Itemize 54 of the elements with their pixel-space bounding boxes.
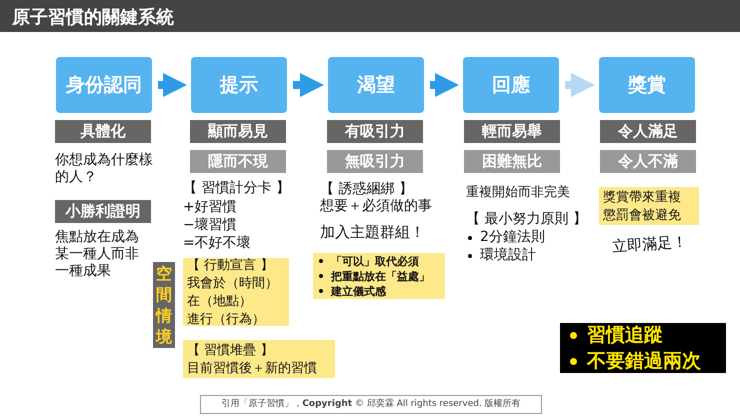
note-text: 獎賞帶來重複 bbox=[603, 189, 681, 206]
tag-box: 輕而易舉 bbox=[464, 120, 560, 143]
tag-box: 小勝利證明 bbox=[55, 200, 151, 223]
stage-box: 提示 bbox=[191, 57, 287, 113]
note-text: 你想成為什麼樣的人？ bbox=[55, 152, 154, 186]
note-text: 立即滿足！ bbox=[612, 233, 688, 256]
copyright-note: 引用「原子習慣」，Copyright © 邱奕霖 All rights reserved. 版權所有 bbox=[200, 395, 542, 414]
arrow bbox=[565, 73, 595, 97]
arrow bbox=[158, 73, 187, 97]
stage-box: 回應 bbox=[463, 57, 559, 113]
tag-box: 有吸引力 bbox=[327, 120, 423, 143]
tag-box: 困難無比 bbox=[464, 150, 560, 173]
list-item: 習慣追蹤 bbox=[587, 324, 663, 346]
list-item: 環境設計 bbox=[480, 247, 536, 264]
arrow bbox=[293, 73, 324, 97]
arrow bbox=[430, 73, 459, 97]
note-text: 【 誘惑綑綁 】 bbox=[320, 181, 413, 198]
tag-box: 顯而易見 bbox=[190, 120, 286, 143]
note-text: 【 習慣計分卡 】 bbox=[183, 180, 290, 197]
note-text: −壞習慣 bbox=[183, 217, 237, 234]
tag-box: 無吸引力 bbox=[327, 150, 423, 173]
note-text: 【 最小努力原則 】 bbox=[466, 211, 587, 228]
tag-box: 令人不滿 bbox=[600, 150, 696, 173]
stage-box: 身份認同 bbox=[56, 57, 152, 113]
note-text: 【 習慣堆疊 】 bbox=[187, 342, 274, 359]
note-text: 進行（行為） bbox=[187, 311, 265, 328]
note-text: 目前習慣後＋新的習慣 bbox=[187, 360, 317, 377]
note-box bbox=[183, 258, 289, 326]
list-item: 建立儀式感 bbox=[331, 284, 386, 298]
list-item: 不要錯過兩次 bbox=[587, 350, 701, 372]
list-item: 「可以」取代必須 bbox=[331, 254, 419, 268]
stage-box: 獎賞 bbox=[599, 57, 695, 113]
note-text: 【 行動宣言 】 bbox=[187, 257, 274, 274]
callout-box bbox=[560, 323, 726, 373]
side-tag: 空間情境 bbox=[153, 262, 175, 348]
note-text: 加入主題群組！ bbox=[320, 224, 425, 241]
tag-box: 令人滿足 bbox=[600, 120, 696, 143]
note-text: +好習慣 bbox=[183, 199, 237, 216]
list-item: 2分鐘法則 bbox=[480, 229, 545, 246]
note-text: 在（地點） bbox=[187, 293, 252, 310]
tag-box: 具體化 bbox=[55, 120, 151, 143]
note-text: 懲罰會被避免 bbox=[603, 207, 681, 224]
title: 原子習慣的關鍵系統 bbox=[12, 6, 174, 29]
stage-box: 渴望 bbox=[328, 57, 424, 113]
tag-box: 隱而不現 bbox=[190, 150, 286, 173]
note-text: =不好不壞 bbox=[183, 235, 251, 252]
note-text: 想要＋必須做的事 bbox=[320, 198, 432, 215]
list-item: 把重點放在「益處」 bbox=[331, 270, 430, 282]
note-box bbox=[313, 253, 445, 299]
note-box bbox=[183, 340, 335, 378]
note-text: 重複開始而非完美 bbox=[466, 184, 570, 201]
note-box bbox=[599, 187, 699, 225]
note-text: 焦點放在成為某一種人而非一種成果 bbox=[55, 229, 140, 280]
note-text: 我會於（時間） bbox=[187, 275, 278, 292]
